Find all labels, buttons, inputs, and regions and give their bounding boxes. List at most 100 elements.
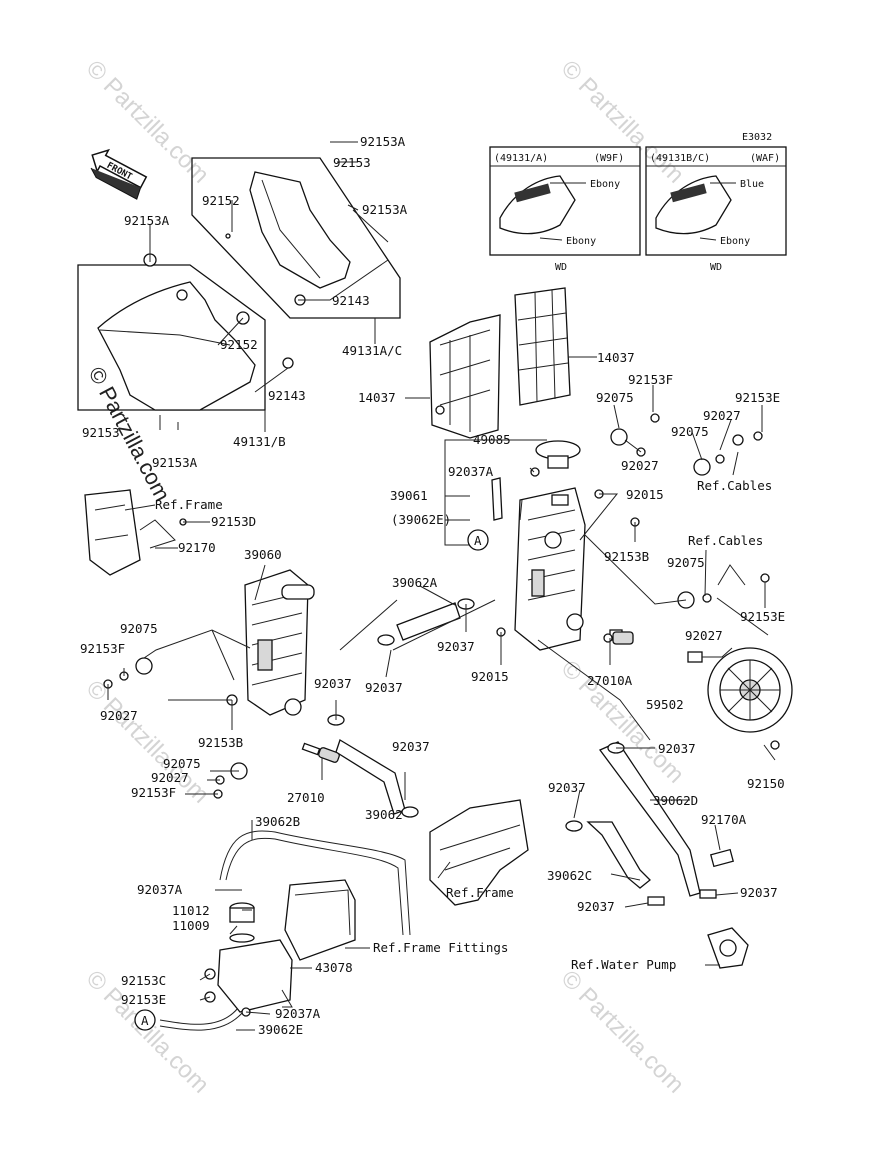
part-label: 92075 — [120, 621, 158, 636]
radiator-left — [226, 569, 315, 716]
part-label: 92153E — [121, 992, 166, 1007]
part-label: 92037 — [658, 741, 696, 756]
radiator-right — [514, 440, 623, 651]
part-label: 39061 — [390, 488, 428, 503]
radiator-guard-front — [429, 314, 501, 439]
part-label: 92037A — [275, 1006, 321, 1021]
cooling-fan — [687, 647, 793, 733]
part-label: 27010A — [587, 673, 633, 688]
part-label: (39062E) — [391, 512, 451, 527]
part-label: 92027 — [685, 628, 723, 643]
inset-color-1: Ebony — [590, 179, 620, 190]
frame-reference-center — [429, 799, 529, 906]
part-label: Ref.Frame — [155, 497, 223, 512]
inset-color-2: Ebony — [720, 236, 750, 247]
part-label: 92037 — [740, 885, 778, 900]
inset-variant: (WAF) — [750, 153, 780, 164]
hoses — [159, 467, 735, 1031]
part-label: 92075 — [163, 756, 201, 771]
part-label: Ref.Frame — [446, 885, 514, 900]
part-label: 92153 — [333, 155, 371, 170]
part-label: 92075 — [671, 424, 709, 439]
mount-hardware — [103, 413, 780, 799]
part-label: 92153F — [628, 372, 673, 387]
part-label: 92153B — [604, 549, 649, 564]
part-label: 92153A — [360, 134, 406, 149]
callout-a: A — [474, 533, 482, 548]
part-label: 92143 — [268, 388, 306, 403]
part-label: 92153C — [121, 973, 166, 988]
part-label: 43078 — [315, 960, 353, 975]
part-label: 92153F — [80, 641, 125, 656]
part-label: 92170A — [701, 812, 747, 827]
inset-variant: (W9F) — [594, 153, 624, 164]
part-label: Ref.Frame Fittings — [373, 940, 508, 955]
part-label: 92153E — [740, 609, 785, 624]
part-label: 39062C — [547, 868, 592, 883]
part-label: 49131/B — [233, 434, 286, 449]
part-label: 39062 — [365, 807, 403, 822]
part-label: 27010 — [287, 790, 325, 805]
watermark: © Partzilla.com — [556, 965, 689, 1098]
part-label: 92143 — [332, 293, 370, 308]
reservoir-tank — [204, 879, 356, 1017]
radiator-guard-rear — [514, 287, 571, 406]
part-label: 92075 — [596, 390, 634, 405]
part-label: 59502 — [646, 697, 684, 712]
callout-a-circle — [467, 529, 489, 551]
part-label: 39062B — [255, 814, 300, 829]
part-label: 92153A — [362, 202, 408, 217]
inset-color-1: Blue — [740, 179, 764, 190]
part-label: 39062A — [392, 575, 438, 590]
part-label: 92170 — [178, 540, 216, 555]
part-label: 39062D — [653, 793, 698, 808]
part-label: 92152 — [202, 193, 240, 208]
part-labels: 92153A 92153 92152 92153A 92143 49131A/C… — [80, 134, 785, 1037]
part-label: Ref.Cables — [688, 533, 763, 548]
leader-lines — [107, 141, 776, 1031]
inset-w9f: (49131/A) (W9F) Ebony Ebony WD — [489, 146, 641, 273]
part-label: 92015 — [626, 487, 664, 502]
part-label: 92153A — [124, 213, 170, 228]
part-label: 49085 — [473, 432, 511, 447]
front-arrow-icon: FRONT — [90, 148, 148, 200]
part-label: 92153A — [152, 455, 198, 470]
part-label: 92153 — [82, 425, 120, 440]
part-label: 11009 — [172, 918, 210, 933]
watermark: © Partzilla.com — [81, 55, 214, 188]
part-label: Ref.Water Pump — [571, 957, 676, 972]
part-label: 92027 — [151, 770, 189, 785]
part-label: 39062E — [258, 1022, 303, 1037]
part-label: 92015 — [471, 669, 509, 684]
shroud-inner-box — [191, 157, 401, 319]
part-label: 92037 — [392, 739, 430, 754]
part-label: 92075 — [667, 555, 705, 570]
part-label: 92153F — [131, 785, 176, 800]
watermark: © Partzilla.com — [556, 55, 689, 188]
part-label: 92037A — [448, 464, 494, 479]
part-label: 92037 — [365, 680, 403, 695]
part-label: 92152 — [220, 337, 258, 352]
part-label: 92037 — [437, 639, 475, 654]
frame-reference-left — [84, 489, 176, 576]
callout-a: A — [141, 1013, 149, 1028]
shroud-outer-box — [77, 264, 266, 411]
inset-footer: WD — [710, 262, 722, 273]
part-label: 14037 — [597, 350, 635, 365]
part-label: 92037 — [548, 780, 586, 795]
part-label: 92027 — [100, 708, 138, 723]
part-label: 49131A/C — [342, 343, 402, 358]
part-label: Ref.Cables — [697, 478, 772, 493]
part-label: 92037 — [577, 899, 615, 914]
part-label: 39060 — [244, 547, 282, 562]
outer-shroud-part — [97, 281, 256, 411]
inset-model: (49131B/C) — [650, 153, 710, 164]
part-label: 92027 — [703, 408, 741, 423]
callout-a-circle — [134, 1009, 156, 1031]
diagram-code: E3032 — [742, 132, 772, 143]
part-label: 92153D — [211, 514, 256, 529]
water-pump — [707, 927, 749, 969]
part-label: 14037 — [358, 390, 396, 405]
part-label: 92037 — [314, 676, 352, 691]
